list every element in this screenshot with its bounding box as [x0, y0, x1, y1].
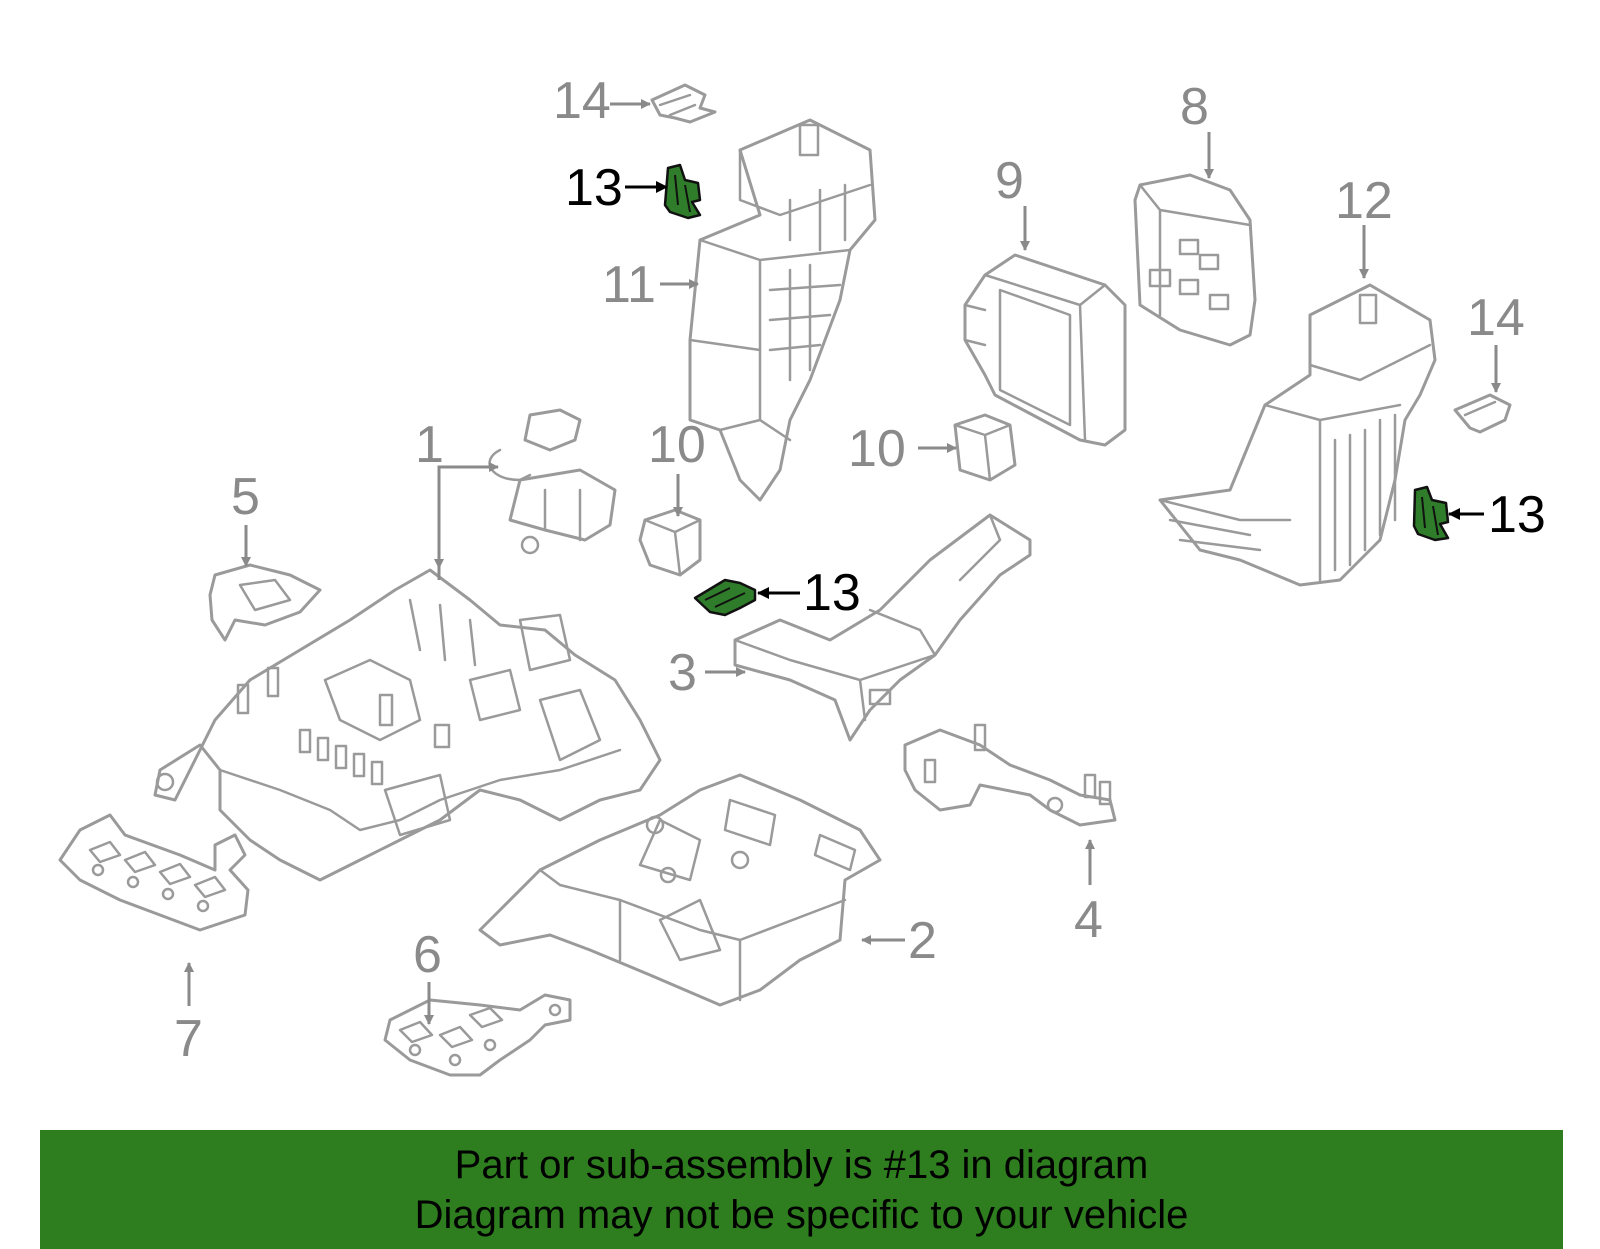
part-10-relay-right — [953, 413, 1017, 482]
part-6-bus-bar — [383, 993, 572, 1077]
callout-10-left: 10 — [648, 416, 706, 474]
part-5-bracket — [208, 563, 322, 642]
callout-5: 5 — [231, 468, 260, 526]
callout-6: 6 — [413, 926, 442, 984]
part-3-cover — [733, 513, 1032, 742]
callout-13-upper: 13 — [565, 159, 623, 217]
part-4-bracket — [903, 723, 1117, 827]
callout-13-center: 13 — [803, 564, 861, 622]
callout-13-right: 13 — [1488, 486, 1546, 544]
part-1-main-tray — [153, 568, 662, 882]
callout-4: 4 — [1074, 891, 1103, 949]
callout-10-right: 10 — [848, 420, 906, 478]
callout-12: 12 — [1335, 172, 1393, 230]
part-14-fuse-top — [650, 83, 717, 124]
part-12-fuse-box — [1158, 283, 1437, 587]
callout-2: 2 — [908, 912, 937, 970]
part-2-base-tray — [478, 773, 882, 1007]
part-14-fuse-right — [1453, 393, 1512, 434]
part-10-relay-left — [638, 508, 702, 577]
part-9-module-housing — [963, 253, 1127, 447]
callout-14-right: 14 — [1467, 289, 1525, 347]
callout-1: 1 — [415, 416, 444, 474]
part-13-fuse-right — [1412, 485, 1450, 542]
banner-line-disclaimer: Diagram may not be specific to your vehi… — [414, 1192, 1189, 1237]
callout-3: 3 — [668, 644, 697, 702]
part-1-connector — [488, 408, 617, 555]
callout-9: 9 — [995, 152, 1024, 210]
callout-8: 8 — [1180, 78, 1209, 136]
leader-lines — [184, 99, 1501, 1025]
part-11-fuse-box — [688, 118, 877, 502]
info-banner: Part or sub-assembly is #13 in diagram D… — [40, 1130, 1563, 1249]
banner-line-part: Part or sub-assembly is #13 in diagram — [454, 1142, 1149, 1187]
part-7-bus-bar — [58, 813, 250, 932]
part-8-control-module — [1133, 173, 1257, 347]
callout-14-top: 14 — [553, 72, 611, 130]
part-13-fuse-center — [693, 578, 757, 617]
callout-11: 11 — [602, 256, 656, 314]
part-13-fuse-upper — [663, 163, 702, 220]
callout-7: 7 — [174, 1010, 203, 1068]
